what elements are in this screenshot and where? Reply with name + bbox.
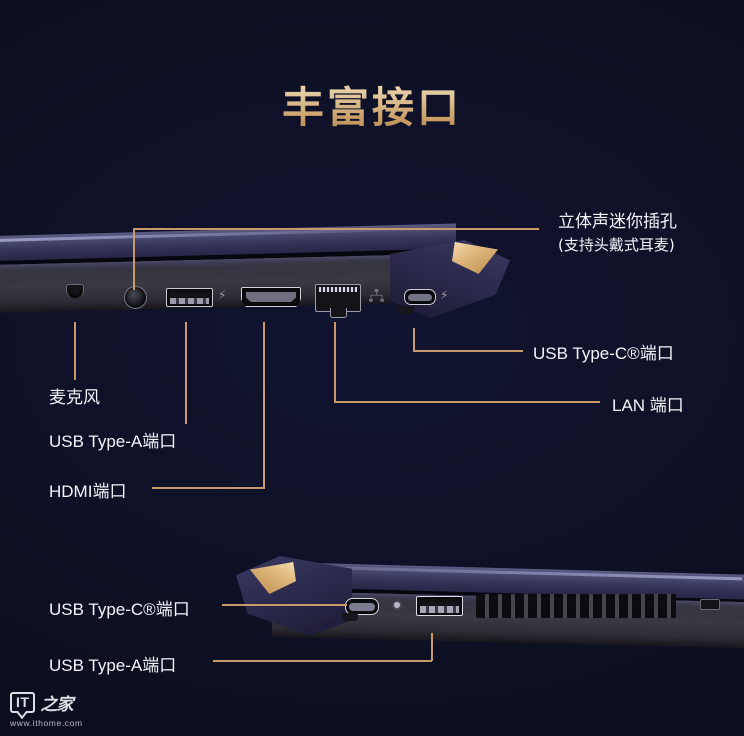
- lock-slot-icon: [700, 599, 720, 610]
- usb-c-icon: [404, 289, 436, 305]
- headphone-jack-icon: [124, 286, 147, 309]
- watermark-logo-suffix: 之家: [40, 695, 73, 715]
- leader-lan-vertical: [334, 322, 336, 402]
- ethernet-pins: [319, 287, 357, 292]
- label-headphone-jack-sub: (支持头戴式耳麦): [558, 236, 675, 254]
- ethernet-clip: [330, 308, 347, 318]
- leader-usbc-vertical: [413, 328, 415, 352]
- leader-usba-bottom-horizontal: [213, 660, 432, 662]
- label-usb-c-bottom: USB Type-C®端口: [49, 600, 190, 619]
- watermark-url: www.ithome.com: [10, 718, 83, 728]
- usb-a-icon-bottom: [416, 596, 463, 616]
- usb-a-tongue-bottom: [420, 605, 459, 613]
- leader-usbc-horizontal: [413, 350, 523, 352]
- bottom-device-port-row: [236, 593, 744, 633]
- leader-usba-vertical: [185, 322, 187, 424]
- top-device-port-row: ⚡ ⚡: [0, 284, 470, 326]
- label-hdmi: HDMI端口: [49, 482, 127, 501]
- usb-c-inner-bottom: [349, 602, 375, 611]
- usb-a-icon: [166, 288, 213, 307]
- label-headphone-jack: 立体声迷你插孔 (支持头戴式耳麦): [558, 207, 677, 255]
- watermark-logo-row: IT 之家: [10, 690, 83, 715]
- usb-a-tongue: [170, 297, 209, 304]
- led-indicator-icon: [394, 602, 400, 608]
- hdmi-inner: [246, 292, 296, 302]
- leader-usbc-bottom-horizontal: [222, 604, 347, 606]
- label-usb-c-top: USB Type-C®端口: [533, 344, 674, 363]
- leader-lan-horizontal: [334, 401, 600, 403]
- page-title: 丰富接口: [0, 74, 744, 135]
- hdmi-icon: [241, 287, 301, 307]
- microphone-icon: [66, 284, 84, 298]
- ithome-logo-icon: IT: [10, 692, 36, 713]
- leader-mic-vertical: [74, 322, 76, 380]
- leader-jack-vertical: [133, 228, 135, 290]
- usb-c-icon-bottom: [345, 598, 379, 615]
- vent-icon: [476, 594, 676, 618]
- thunderbolt-icon-2: ⚡: [440, 288, 449, 302]
- leader-jack-horizontal: [133, 228, 539, 230]
- label-usb-a-bottom: USB Type-A端口: [49, 656, 177, 675]
- leader-hdmi-vertical: [263, 322, 265, 488]
- laptop-foot-bottom: [342, 613, 358, 621]
- label-lan: LAN 端口: [612, 396, 684, 415]
- leader-hdmi-horizontal: [152, 487, 265, 489]
- watermark: IT 之家 www.ithome.com: [10, 690, 83, 728]
- network-symbol-icon: [369, 289, 384, 302]
- label-headphone-jack-main: 立体声迷你插孔: [558, 212, 677, 232]
- thunderbolt-icon: ⚡: [218, 288, 227, 302]
- leader-usba-bottom-vertical: [431, 633, 433, 661]
- laptop-foot: [398, 306, 414, 314]
- ethernet-icon: [315, 284, 361, 318]
- label-usb-a-top: USB Type-A端口: [49, 432, 177, 451]
- usb-c-inner: [408, 293, 432, 301]
- label-microphone: 麦克风: [49, 388, 100, 408]
